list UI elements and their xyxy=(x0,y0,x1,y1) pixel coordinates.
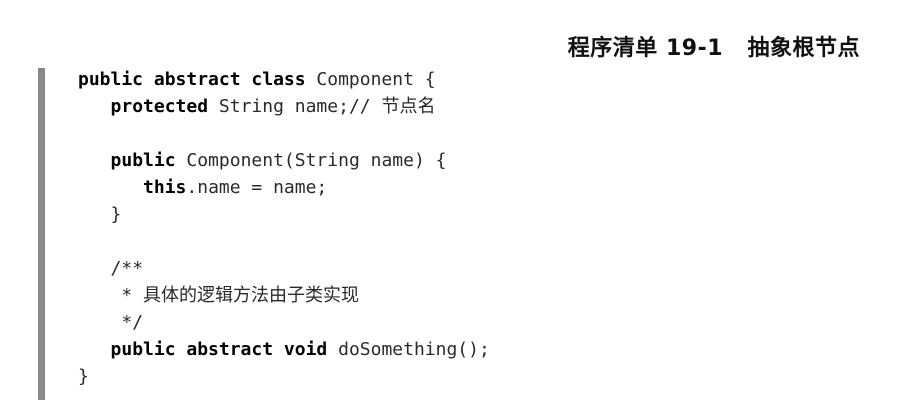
code-line-4: public Component(String name) { xyxy=(78,147,490,174)
code-line-11: public abstract void doSomething(); xyxy=(78,336,490,363)
code-text: Component(String name) { xyxy=(175,150,447,171)
code-text: /** xyxy=(110,258,144,279)
code-line-1: public abstract class Component { xyxy=(78,66,490,93)
code-line-blank xyxy=(78,120,490,147)
code-keyword: this xyxy=(143,177,187,198)
code-comment: 具体的逻辑方法由子类实现 xyxy=(143,285,360,306)
code-keyword: public xyxy=(110,150,176,171)
code-text: */ xyxy=(110,312,144,333)
code-text: .name = name; xyxy=(186,177,328,198)
code-line-5: this.name = name; xyxy=(78,174,490,201)
code-line-blank xyxy=(78,228,490,255)
code-line-8: /** xyxy=(78,255,490,282)
code-line-2: protected String name;// 节点名 xyxy=(78,93,490,120)
code-keyword: protected xyxy=(110,96,209,117)
code-text: doSomething(); xyxy=(327,339,490,360)
code-line-9: * 具体的逻辑方法由子类实现 xyxy=(78,282,490,309)
code-text: String name;// xyxy=(208,96,382,117)
code-text: * xyxy=(110,285,144,306)
code-line-12: } xyxy=(78,363,490,390)
code-line-6: } xyxy=(78,201,490,228)
code-keyword: public abstract void xyxy=(110,339,328,360)
code-block: public abstract class Component { protec… xyxy=(78,66,490,390)
code-comment: 节点名 xyxy=(381,96,436,117)
code-text: } xyxy=(110,204,122,225)
listing-margin-bar xyxy=(38,68,45,400)
code-line-10: */ xyxy=(78,309,490,336)
code-keyword: public abstract class xyxy=(78,69,306,90)
listing-title: 程序清单 19-1 抽象根节点 xyxy=(567,36,860,61)
code-text: } xyxy=(78,366,89,387)
code-text: Component { xyxy=(305,69,436,90)
